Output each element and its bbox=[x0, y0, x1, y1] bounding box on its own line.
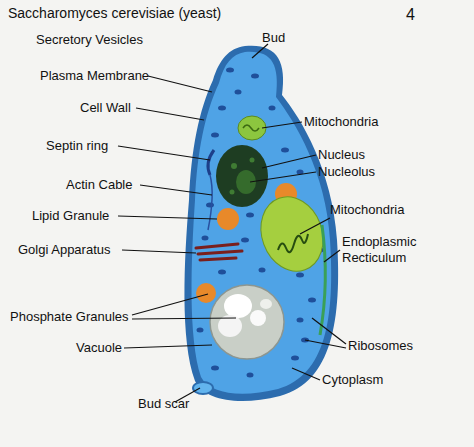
ribosome bbox=[197, 328, 204, 333]
ribosome bbox=[251, 74, 259, 79]
mitochondrion-cristae bbox=[278, 234, 308, 252]
ribosome bbox=[296, 273, 304, 278]
bud-scar bbox=[193, 382, 213, 394]
part-label: Nucleolus bbox=[318, 164, 375, 180]
vacuole bbox=[210, 285, 284, 359]
golgi-cisterna bbox=[196, 244, 238, 248]
ribosome bbox=[259, 268, 266, 273]
chromatin-spot bbox=[230, 190, 235, 195]
mitochondrion bbox=[238, 116, 266, 140]
ribosome bbox=[281, 148, 289, 153]
leader-line bbox=[292, 368, 320, 380]
golgi-cisterna bbox=[200, 258, 236, 260]
lipid-granule bbox=[196, 283, 216, 303]
ribosome bbox=[226, 68, 234, 73]
cell-wall bbox=[184, 46, 338, 401]
part-label: Endoplasmic Recticulum bbox=[342, 234, 460, 266]
leader-line bbox=[132, 294, 208, 315]
ribosome bbox=[235, 90, 242, 95]
leader-line bbox=[324, 250, 340, 262]
leader-line bbox=[250, 172, 316, 182]
leader-line bbox=[124, 345, 212, 348]
part-label: Mitochondria bbox=[304, 114, 378, 130]
part-label: Plasma Membrane bbox=[40, 68, 149, 84]
phosphate-granule bbox=[260, 299, 272, 309]
leader-line bbox=[262, 155, 316, 168]
phosphate-granule bbox=[224, 294, 252, 318]
ribosome bbox=[246, 213, 254, 218]
ribosome bbox=[218, 270, 226, 275]
ribosome bbox=[308, 298, 316, 303]
part-label: Lipid Granule bbox=[32, 208, 109, 224]
part-label: Cell Wall bbox=[80, 100, 131, 116]
leader-line bbox=[136, 108, 204, 120]
ribosome bbox=[206, 203, 214, 208]
leader-line bbox=[118, 146, 210, 160]
part-label: Cytoplasm bbox=[322, 372, 383, 388]
chromatin-spot bbox=[231, 163, 237, 169]
mitochondrion-cristae bbox=[243, 125, 259, 131]
ribosome bbox=[297, 318, 304, 323]
golgi-cisterna bbox=[198, 251, 242, 254]
part-label: Secretory Vesicles bbox=[36, 32, 143, 48]
figure-number: 4 bbox=[406, 5, 415, 24]
part-label: Actin Cable bbox=[66, 177, 132, 193]
part-label: Vacuole bbox=[76, 340, 122, 356]
leader-line bbox=[140, 185, 212, 195]
leader-line bbox=[262, 122, 302, 128]
leader-line bbox=[132, 318, 236, 319]
diagram-title: Saccharomyces cerevisiae (yeast) bbox=[8, 5, 221, 22]
part-label: Ribosomes bbox=[348, 338, 413, 354]
ribosome bbox=[211, 133, 219, 138]
part-label: Nucleus bbox=[318, 147, 365, 163]
leader-line bbox=[118, 216, 217, 219]
lipid-granule bbox=[217, 208, 239, 230]
part-label: Bud scar bbox=[138, 396, 189, 412]
septin-ring bbox=[208, 150, 214, 175]
leader-line bbox=[300, 218, 330, 234]
leader-line bbox=[148, 76, 212, 92]
leader-line bbox=[252, 44, 268, 58]
ribosome bbox=[211, 366, 219, 371]
leader-line bbox=[122, 250, 196, 253]
leader-line bbox=[312, 318, 346, 344]
leader-line bbox=[305, 340, 346, 348]
ribosome bbox=[269, 106, 276, 111]
actin-cable bbox=[208, 175, 212, 230]
part-label: Mitochondria bbox=[330, 202, 404, 218]
chromatin-spot bbox=[250, 158, 255, 163]
part-label: Bud bbox=[262, 30, 285, 46]
leader-lines bbox=[118, 44, 346, 402]
part-label: Golgi Apparatus bbox=[18, 242, 111, 258]
ribosome bbox=[241, 238, 249, 243]
part-label: Septin ring bbox=[46, 138, 108, 154]
ribosome bbox=[247, 373, 254, 378]
phosphate-granule bbox=[250, 310, 266, 326]
ribosome bbox=[202, 236, 209, 241]
part-label: Phosphate Granules bbox=[10, 309, 129, 325]
endoplasmic-reticulum bbox=[320, 225, 326, 335]
nucleus bbox=[216, 145, 268, 207]
ribosome bbox=[218, 106, 226, 111]
ribosome bbox=[291, 356, 299, 361]
mitochondrion bbox=[251, 188, 333, 280]
